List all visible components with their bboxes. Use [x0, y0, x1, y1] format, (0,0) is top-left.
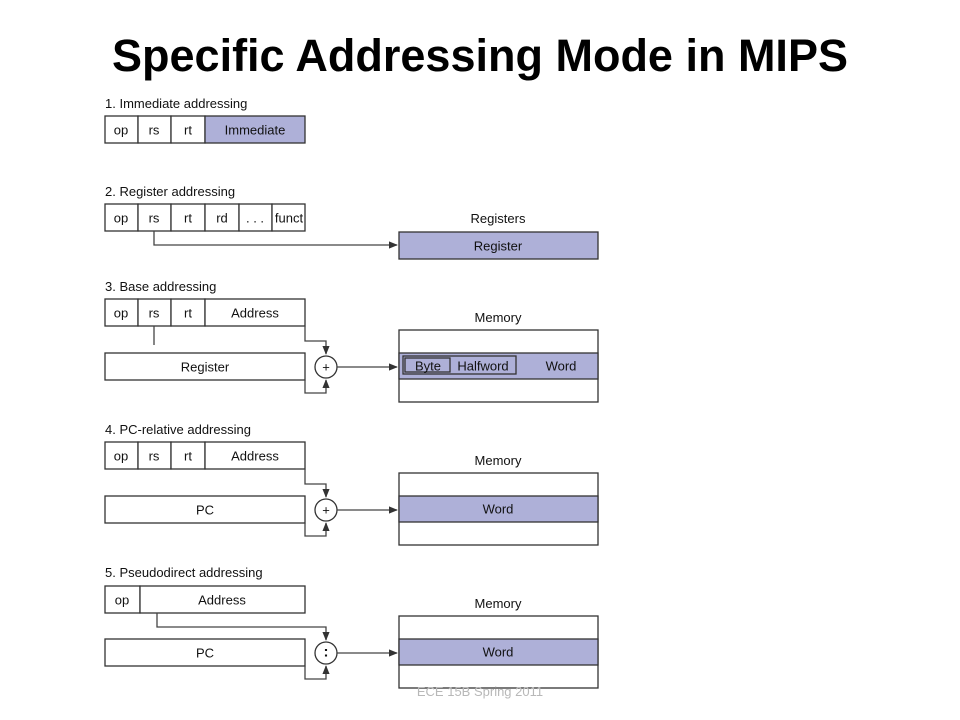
field-label: op	[114, 123, 128, 138]
instruction-field	[204, 441, 306, 470]
pc-box	[104, 638, 306, 667]
byte-outline	[404, 357, 451, 373]
pc-label: PC	[196, 503, 214, 518]
instruction-field	[204, 203, 240, 232]
adder-operator: +	[322, 503, 330, 518]
mode-heading: 3. Base addressing	[105, 279, 216, 294]
byte-label: Byte	[415, 359, 441, 374]
mode-heading: 2. Register addressing	[105, 184, 235, 199]
field-label: funct	[275, 211, 304, 226]
field-label: rs	[149, 123, 160, 138]
rs-to-register-arrow	[153, 231, 398, 249]
instruction-field	[204, 298, 306, 327]
field-label: rs	[149, 306, 160, 321]
footer-text: ECE 15B Spring 2011	[416, 684, 544, 699]
immediate-field	[204, 115, 306, 144]
register-label: Register	[474, 239, 523, 254]
pc-box	[104, 495, 306, 524]
pc-to-adder-arrow	[304, 522, 330, 537]
word-label: Word	[546, 359, 577, 374]
mode-pseudodirect: 5. Pseudodirect addressing op Address PC…	[104, 565, 599, 689]
instruction-field	[104, 298, 139, 327]
instruction-field	[104, 585, 141, 614]
adder-operator: +	[322, 360, 330, 375]
field-label: rt	[184, 306, 192, 321]
slide-title: Specific Addressing Mode in MIPS	[112, 30, 848, 81]
mode-heading: 4. PC-relative addressing	[105, 422, 251, 437]
instruction-field	[271, 203, 306, 232]
field-label: rt	[184, 211, 192, 226]
field-label: rs	[149, 449, 160, 464]
instruction-field	[104, 203, 139, 232]
mode-base: 3. Base addressing op rs rt Address Regi…	[104, 279, 599, 403]
instruction-field	[139, 585, 306, 614]
field-label: rd	[216, 211, 228, 226]
memory-header: Memory	[475, 310, 522, 325]
instruction-field	[137, 115, 172, 144]
concat-operator: :	[324, 644, 329, 661]
register-target	[398, 231, 599, 260]
memory-target-row	[398, 638, 599, 666]
mode-pc-relative: 4. PC-relative addressing op rs rt Addre…	[104, 422, 599, 546]
field-label: op	[114, 449, 128, 464]
address-to-adder-arrow	[304, 469, 330, 498]
address-to-concat-arrow	[156, 613, 330, 641]
base-register-box	[104, 352, 306, 381]
instruction-field	[170, 298, 206, 327]
halfword-label: Halfword	[457, 359, 508, 374]
field-label: Address	[231, 306, 279, 321]
field-label: op	[115, 593, 129, 608]
registers-header: Registers	[471, 211, 526, 226]
base-register-label: Register	[181, 360, 230, 375]
field-label: rt	[184, 449, 192, 464]
pc-to-concat-arrow	[304, 665, 330, 680]
word-label: Word	[483, 502, 514, 517]
memory-target-row	[398, 495, 599, 523]
field-label: . . .	[246, 211, 264, 226]
field-label: Immediate	[225, 123, 286, 138]
field-label: Address	[198, 593, 246, 608]
memory-header: Memory	[475, 453, 522, 468]
field-label: op	[114, 211, 128, 226]
mode-register: 2. Register addressing op rs rt rd . . .…	[104, 184, 599, 260]
pc-label: PC	[196, 646, 214, 661]
instruction-field	[104, 115, 139, 144]
mode-heading: 5. Pseudodirect addressing	[105, 565, 263, 580]
mode-heading: 1. Immediate addressing	[105, 96, 247, 111]
instruction-field	[170, 115, 206, 144]
field-label: Address	[231, 449, 279, 464]
field-label: rs	[149, 211, 160, 226]
memory-header: Memory	[475, 596, 522, 611]
field-label: rt	[184, 123, 192, 138]
mode-immediate: 1. Immediate addressing op rs rt Immedia…	[104, 96, 306, 144]
register-to-adder-arrow	[304, 379, 330, 394]
word-label: Word	[483, 645, 514, 660]
address-to-adder-arrow	[304, 326, 330, 355]
instruction-field	[137, 441, 172, 470]
field-label: op	[114, 306, 128, 321]
